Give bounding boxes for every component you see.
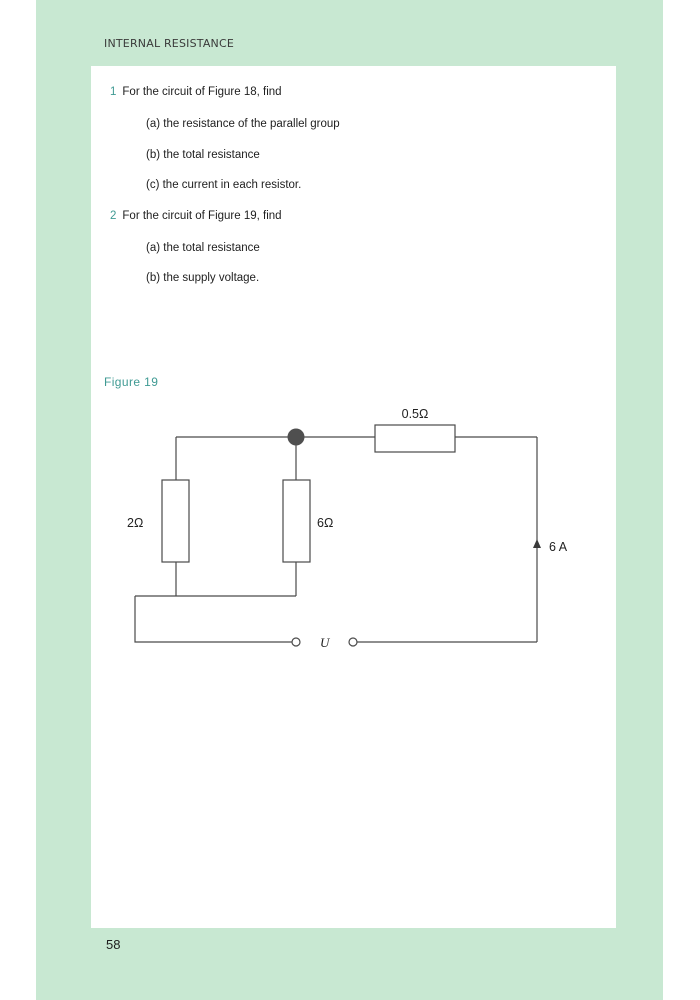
question-1: 1 For the circuit of Figure 18, find xyxy=(110,86,282,98)
question-text: For the circuit of Figure 19, find xyxy=(122,210,282,222)
current-arrow-icon xyxy=(533,539,541,548)
running-head: INTERNAL RESISTANCE xyxy=(104,37,235,50)
question-2-part-b: (b) the supply voltage. xyxy=(146,272,260,284)
terminal-right xyxy=(348,637,358,647)
question-2: 2 For the circuit of Figure 19, find xyxy=(110,210,282,222)
question-2-part-a: (a) the total resistance xyxy=(146,242,260,254)
left-resistor xyxy=(161,479,190,563)
question-text: For the circuit of Figure 18, find xyxy=(122,86,282,98)
question-1-part-c: (c) the current in each resistor. xyxy=(146,179,302,191)
middle-resistor xyxy=(282,479,311,563)
question-1-part-b: (b) the total resistance xyxy=(146,149,260,161)
question-number: 1 xyxy=(110,86,117,98)
junction-node xyxy=(287,428,305,446)
left-resistor-label: 2Ω xyxy=(127,516,143,530)
figure-caption: Figure 19 xyxy=(104,375,159,389)
current-label: 6 A xyxy=(549,540,568,554)
series-resistor-label: 0.5Ω xyxy=(402,407,429,421)
terminal-left xyxy=(291,637,301,647)
voltage-label: U xyxy=(320,635,331,650)
page-number: 58 xyxy=(106,937,121,952)
wire-bottom-left xyxy=(134,596,292,643)
middle-resistor-label: 6Ω xyxy=(317,516,333,530)
question-1-part-a: (a) the resistance of the parallel group xyxy=(146,118,340,130)
series-resistor xyxy=(374,424,456,453)
question-number: 2 xyxy=(110,210,117,222)
